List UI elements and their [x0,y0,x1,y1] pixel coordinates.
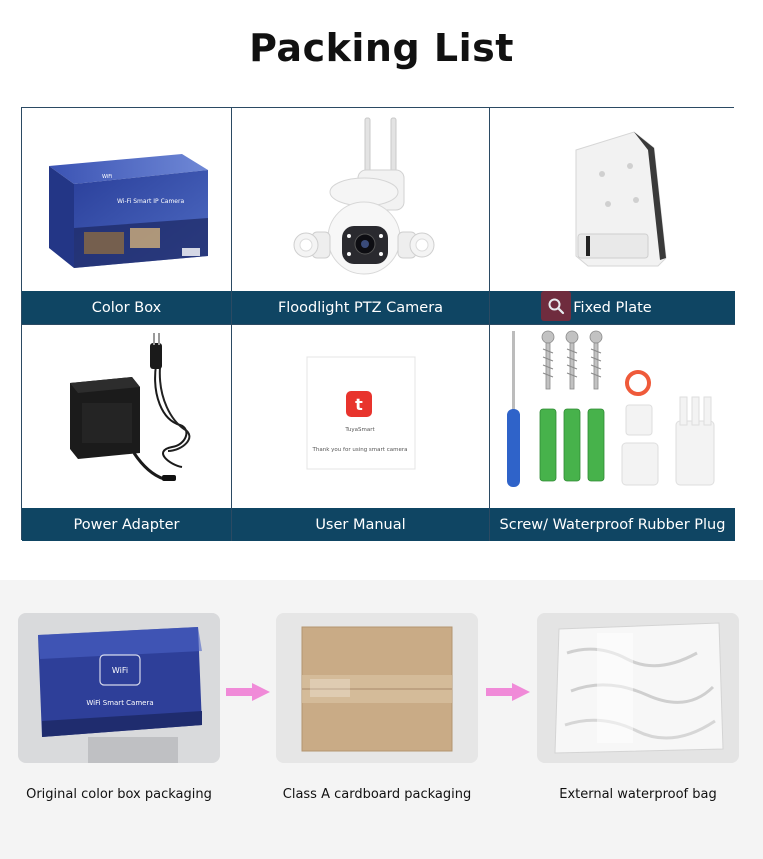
power-adapter-image [70,333,191,481]
page-title: Packing List [249,26,514,70]
box-brand-text: WiFi [102,174,112,180]
fixed-plate-image [575,131,667,267]
screws-plugs-image [507,330,715,487]
color-box-packaging-photo: WiFi WiFi Smart Camera [18,613,220,763]
color-box-photo-image: WiFi WiFi Smart Camera [18,613,220,763]
photo-box-brand-text: WiFi [112,666,128,675]
item-color-box: Wi-Fi Smart IP Camera WiFi Color Box [22,108,232,325]
arrow-right-icon [226,683,270,701]
item-ptz-camera: Floodlight PTZ Camera [232,108,490,325]
photo-box-product-text: WiFi Smart Camera [86,699,153,707]
cardboard-packaging-photo [276,613,478,763]
ptz-camera-image [293,117,435,275]
color-box-image: Wi-Fi Smart IP Camera WiFi [49,154,208,268]
waterproof-bag-image [537,613,739,763]
arrow-right-icon [486,683,530,701]
svg-text:t: t [355,395,363,414]
packing-list-grid: Wi-Fi Smart IP Camera WiFi Color Box [21,107,735,541]
box-product-text: Wi-Fi Smart IP Camera [117,198,184,205]
item-label: Power Adapter [22,508,231,541]
item-power-adapter: Power Adapter [22,325,232,541]
waterproof-bag-photo [537,613,739,763]
item-label: Floodlight PTZ Camera [232,291,489,324]
item-label: Fixed Plate [490,291,735,324]
manual-brand-text: TuyaSmart [344,427,375,433]
zoom-button[interactable] [541,291,571,321]
item-fixed-plate: Fixed Plate [490,108,735,325]
manual-note-text: Thank you for using smart camera [312,447,408,453]
item-label: Color Box [22,291,231,324]
cardboard-box-image [276,613,478,763]
item-screws-plugs: Screw/ Waterproof Rubber Plug [490,325,735,541]
packaging-step-label: Original color box packaging [26,787,212,802]
magnifier-icon [548,298,565,315]
packaging-step-label: Class A cardboard packaging [282,787,472,802]
item-label: Screw/ Waterproof Rubber Plug [490,508,735,541]
item-user-manual: t TuyaSmart Thank you for using smart ca… [232,325,490,541]
user-manual-image: t TuyaSmart Thank you for using smart ca… [306,356,416,470]
packaging-step-label: External waterproof bag [559,787,717,802]
item-label: User Manual [232,508,489,541]
